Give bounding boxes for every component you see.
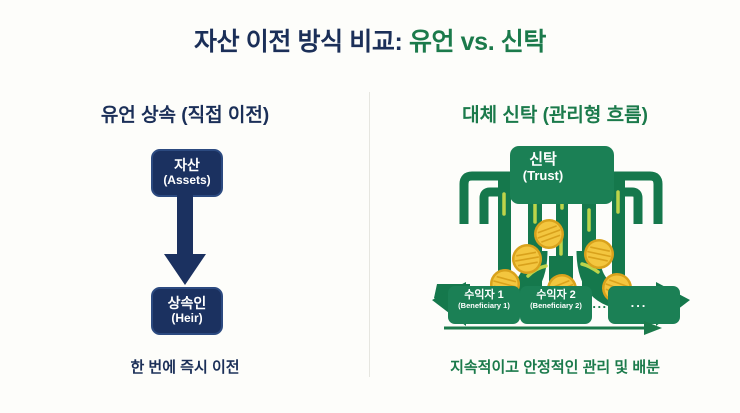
left-column-footer: 한 번에 즉시 이전 [130, 359, 240, 376]
beneficiary-2-en: (Beneficiary 2) [530, 300, 582, 310]
beneficiary-2-box [520, 286, 592, 324]
left-column-heading: 유언 상속 (직접 이전) [100, 105, 270, 126]
beneficiary-1-en: (Beneficiary 1) [458, 300, 510, 310]
page-title: 자산 이전 방식 비교: 유언 vs. 신탁 [0, 22, 740, 58]
beneficiary-2-kr: 수익자 2 [536, 289, 576, 301]
beneficiary-2-label: 수익자 2 (Beneficiary 2) [524, 289, 588, 310]
node-assets-label-kr: 자산 [174, 157, 200, 174]
continuous-flow-arrow-icon [444, 321, 662, 335]
beneficiary-1-kr: 수익자 1 [464, 289, 504, 301]
beneficiary-1-box [448, 286, 520, 324]
trust-side-pipes [459, 171, 663, 224]
node-heir-label-kr: 상속인 [167, 295, 207, 312]
beneficiary-ellipsis-separator: ... [592, 296, 608, 311]
beneficiary-3-label: ... [630, 295, 648, 310]
beneficiary-1-label: 수익자 1 (Beneficiary 1) [452, 289, 516, 310]
node-trust-box [510, 146, 614, 204]
down-arrow-icon [164, 192, 206, 285]
node-heir: 상속인 (Heir) [151, 287, 223, 335]
right-column-heading: 대체 신탁 (관리형 흐름) [462, 105, 648, 126]
column-divider [369, 92, 370, 377]
beneficiary-3-box [608, 286, 680, 324]
node-heir-label-en: (Heir) [171, 311, 203, 326]
node-assets-label-en: (Assets) [163, 173, 211, 188]
title-part-green: 유언 vs. 신탁 [408, 28, 546, 56]
coin-icon [534, 219, 564, 249]
node-assets: 자산 (Assets) [151, 149, 223, 197]
beneficiary-row-shapes [448, 286, 680, 324]
title-part-navy: 자산 이전 방식 비교: [194, 28, 403, 56]
right-column-footer: 지속적이고 안정적인 관리 및 배분 [450, 359, 660, 376]
coin-icon [584, 239, 614, 269]
coin-icon [512, 244, 542, 274]
